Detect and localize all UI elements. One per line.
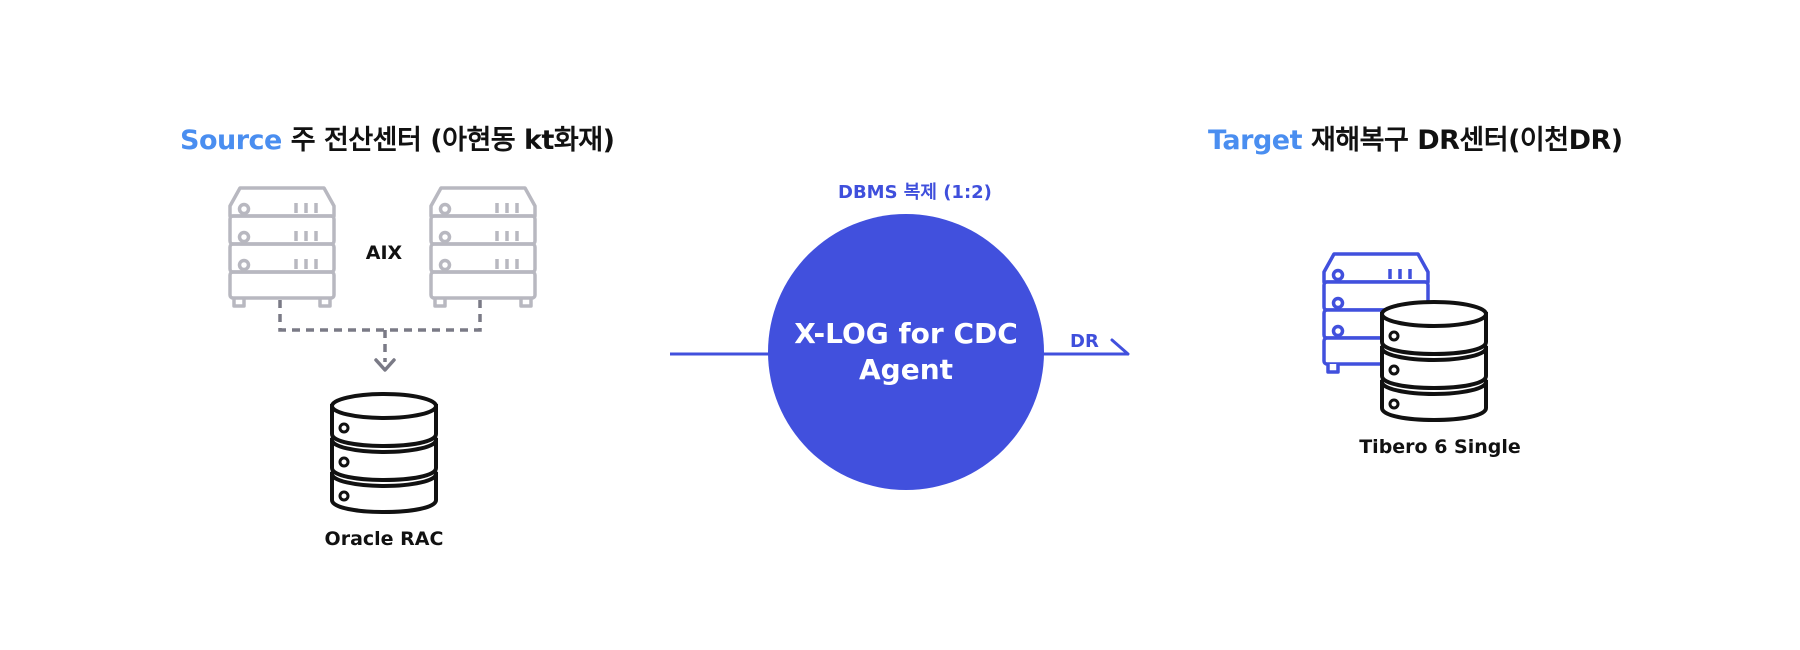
source-db-label: Oracle RAC <box>324 528 444 550</box>
agent-title-line2: Agent <box>858 353 954 386</box>
dr-label: DR <box>1070 331 1099 352</box>
source-server-rack-2-icon <box>429 186 537 308</box>
server-label: AIX <box>365 242 403 264</box>
source-title-text: 주 전산센터 (아현동 kt화재) <box>290 125 615 156</box>
source-accent: Source <box>180 125 282 156</box>
target-db-label: Tibero 6 Single <box>1359 436 1521 458</box>
target-database-icon <box>1380 300 1488 422</box>
source-database-icon <box>330 392 438 514</box>
arrow-head-icon <box>1110 338 1130 356</box>
source-title: Source 주 전산센터 (아현동 kt화재) <box>180 118 615 157</box>
target-title-text: 재해복구 DR센터(이천DR) <box>1310 125 1623 156</box>
target-title: Target 재해복구 DR센터(이천DR) <box>1208 118 1623 157</box>
source-server-rack-1-icon <box>228 186 336 308</box>
source-connector <box>278 300 482 372</box>
target-accent: Target <box>1208 125 1303 156</box>
agent-node: X-LOG for CDC Agent <box>768 214 1044 490</box>
arrow-down-icon <box>374 358 396 372</box>
replication-label: DBMS 복제 (1:2) <box>838 182 992 203</box>
agent-title-line1: X-LOG for CDC <box>794 317 1018 350</box>
